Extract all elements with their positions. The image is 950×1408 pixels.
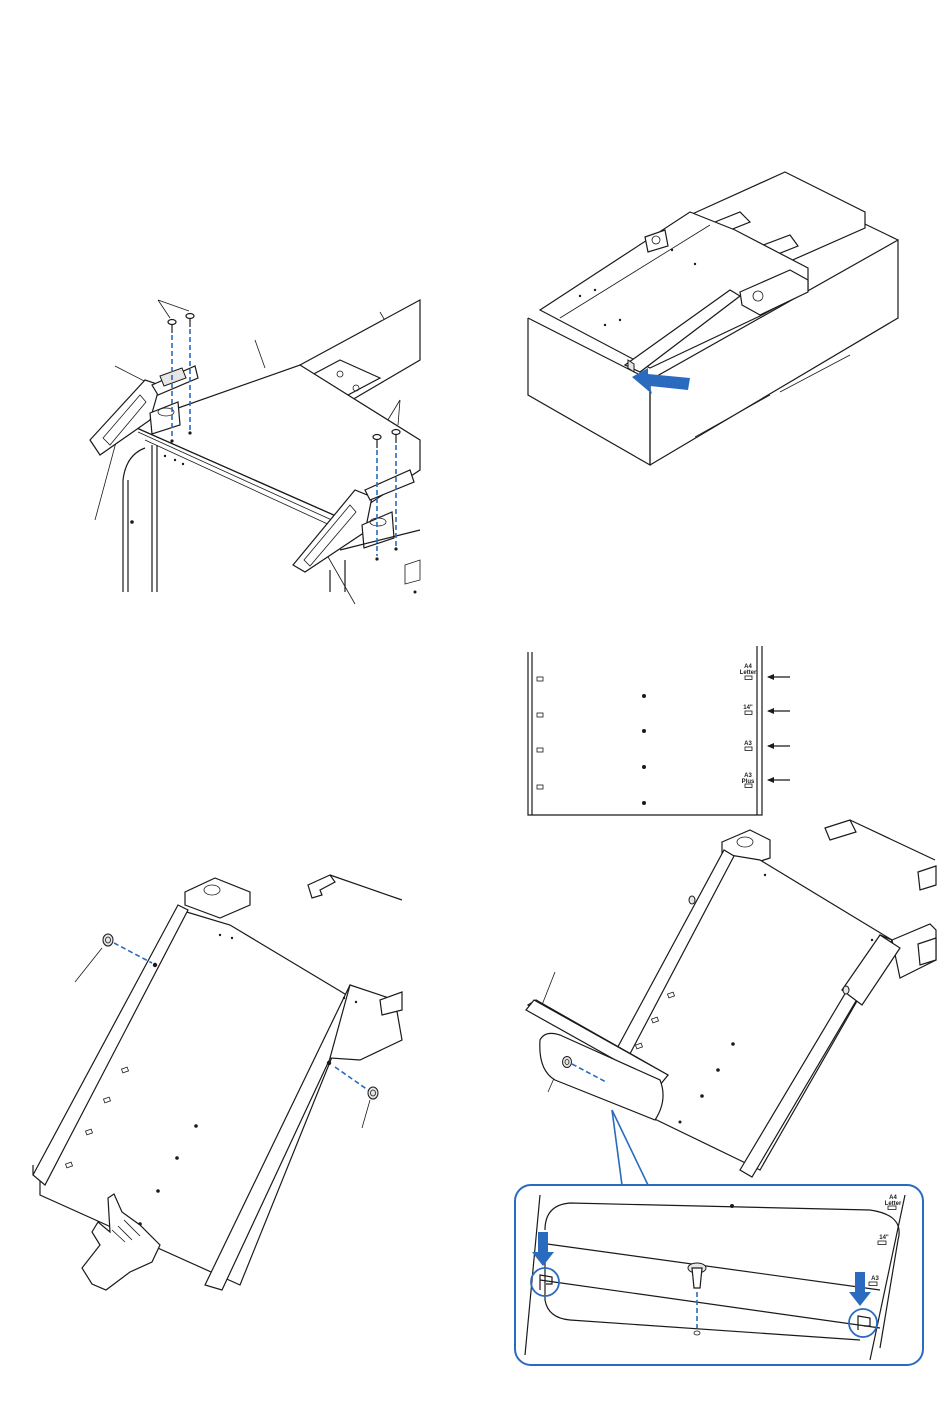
figure-front-plate	[526, 820, 936, 1185]
figure-insert-tray	[528, 172, 898, 465]
figure-bracket-screws	[90, 300, 420, 604]
inset-label-3: A3	[871, 1276, 879, 1282]
scale-label-1b: Letter	[740, 670, 757, 676]
inset-label-1b: Letter	[885, 1201, 902, 1207]
inset-label-2: 14"	[879, 1235, 889, 1241]
figure-tray-knobs	[33, 875, 402, 1290]
knob-icon	[563, 1057, 572, 1068]
arrow-left-icon	[767, 674, 790, 783]
scale-label-4b: Plus	[742, 779, 755, 785]
scale-label-2: 14"	[743, 705, 753, 711]
scale-label-3: A3	[744, 741, 752, 747]
figure-scale-strip: A4 Letter 14" A3 A3 Plus	[528, 646, 790, 815]
detail-inset: A4 Letter 14" A3	[515, 1185, 923, 1365]
